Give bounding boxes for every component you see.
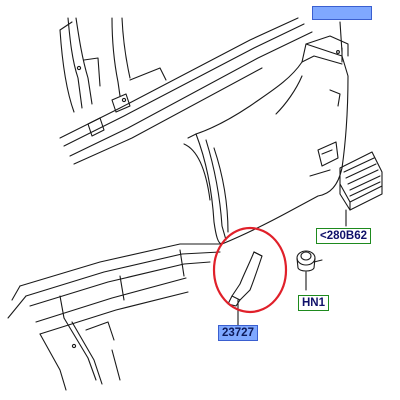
clip-fastener bbox=[296, 250, 323, 291]
outer-sill bbox=[7, 243, 223, 391]
vent-grille bbox=[339, 151, 383, 227]
b-pillar bbox=[59, 17, 131, 113]
sill-trim-part bbox=[227, 251, 263, 307]
leader-lines bbox=[237, 21, 343, 327]
rear-quarter-panel bbox=[183, 35, 349, 245]
vent-grille-callout[interactable]: <280B62 bbox=[316, 228, 371, 244]
top-part-callout[interactable] bbox=[312, 6, 372, 20]
clip-fastener-callout[interactable]: HN1 bbox=[298, 295, 330, 311]
inner-rocker bbox=[59, 17, 313, 165]
highlight-circle bbox=[212, 226, 288, 314]
sill-trim-callout[interactable]: 23727 bbox=[218, 325, 258, 341]
